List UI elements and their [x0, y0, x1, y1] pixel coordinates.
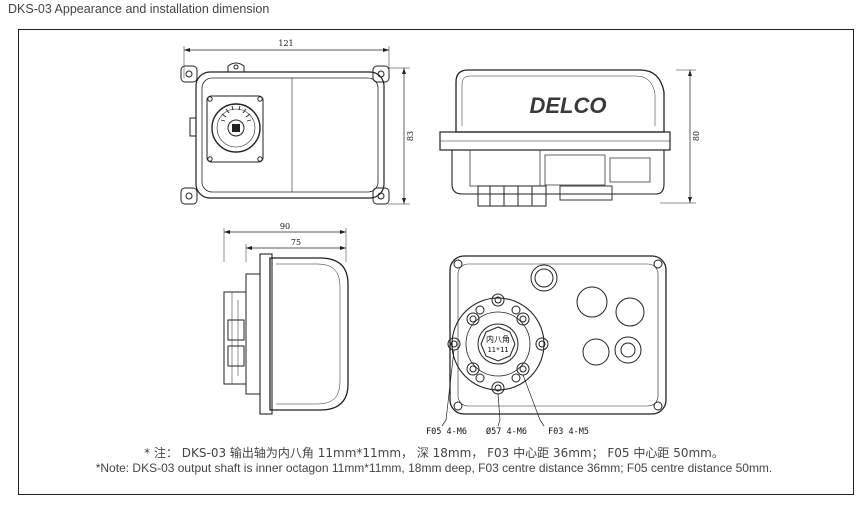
- shaft-label-size: 11*11: [487, 346, 508, 354]
- shaft-label-cn: 内八角: [486, 334, 510, 344]
- top-view: 121 83: [180, 39, 415, 205]
- dim-width-90: 90: [280, 222, 290, 231]
- callout-f03: F03 4-M5: [548, 427, 589, 437]
- dim-width-75: 75: [291, 238, 301, 247]
- note-chinese: * 注： DKS-03 输出轴为内八角 11mm*11mm， 深 18mm， F…: [144, 446, 724, 460]
- callout-dia: Ø57 4-M6: [486, 426, 527, 437]
- callout-f05: F05 4-M6: [426, 427, 467, 437]
- dim-height-80: 80: [692, 131, 701, 141]
- dim-height-83: 83: [406, 131, 415, 141]
- dim-width-121: 121: [278, 39, 293, 48]
- page-title: DKS-03 Appearance and installation dimen…: [8, 2, 270, 16]
- side-view: 80 DELCO: [439, 69, 701, 207]
- bottom-view: 内八角 11*11 F05 4-M6 Ø57 4-M6 F03 4-M5: [426, 255, 667, 437]
- drawing-frame: [18, 29, 854, 495]
- note-english: *Note: DKS-03 output shaft is inner octa…: [95, 461, 773, 475]
- end-view: 90 75: [223, 222, 349, 415]
- brand-logo: DELCO: [530, 93, 607, 118]
